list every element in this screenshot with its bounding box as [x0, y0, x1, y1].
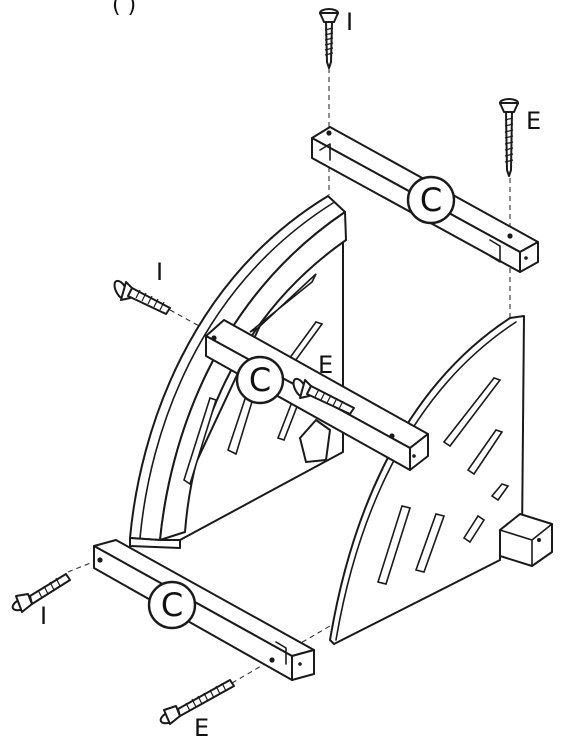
svg-text:C: C	[420, 181, 442, 219]
screw-icon	[11, 573, 71, 613]
header-fragment: ( )	[112, 0, 136, 18]
crossbar-label-middle: C	[235, 355, 285, 405]
screw-icon	[292, 377, 355, 415]
svg-text:C: C	[161, 586, 183, 624]
screw-icon	[113, 279, 171, 315]
svg-text:C: C	[249, 361, 271, 399]
screw-label-top-e: E	[526, 107, 541, 135]
screw-icon	[499, 98, 519, 177]
bottom-crossbar	[93, 539, 315, 681]
crossbar-label-bottom: C	[147, 580, 197, 630]
screw-label-mid-i: I	[156, 258, 163, 286]
screw-icon	[319, 8, 339, 69]
right-side-panel	[329, 315, 553, 645]
screw-label-mid-e: E	[318, 351, 333, 379]
screw-label-bot-i: I	[40, 602, 47, 630]
screw-icon	[159, 679, 235, 725]
crossbar-label-top: C	[406, 175, 456, 225]
screw-label-bot-e: E	[194, 714, 209, 742]
screw-label-top-i: I	[346, 8, 353, 36]
